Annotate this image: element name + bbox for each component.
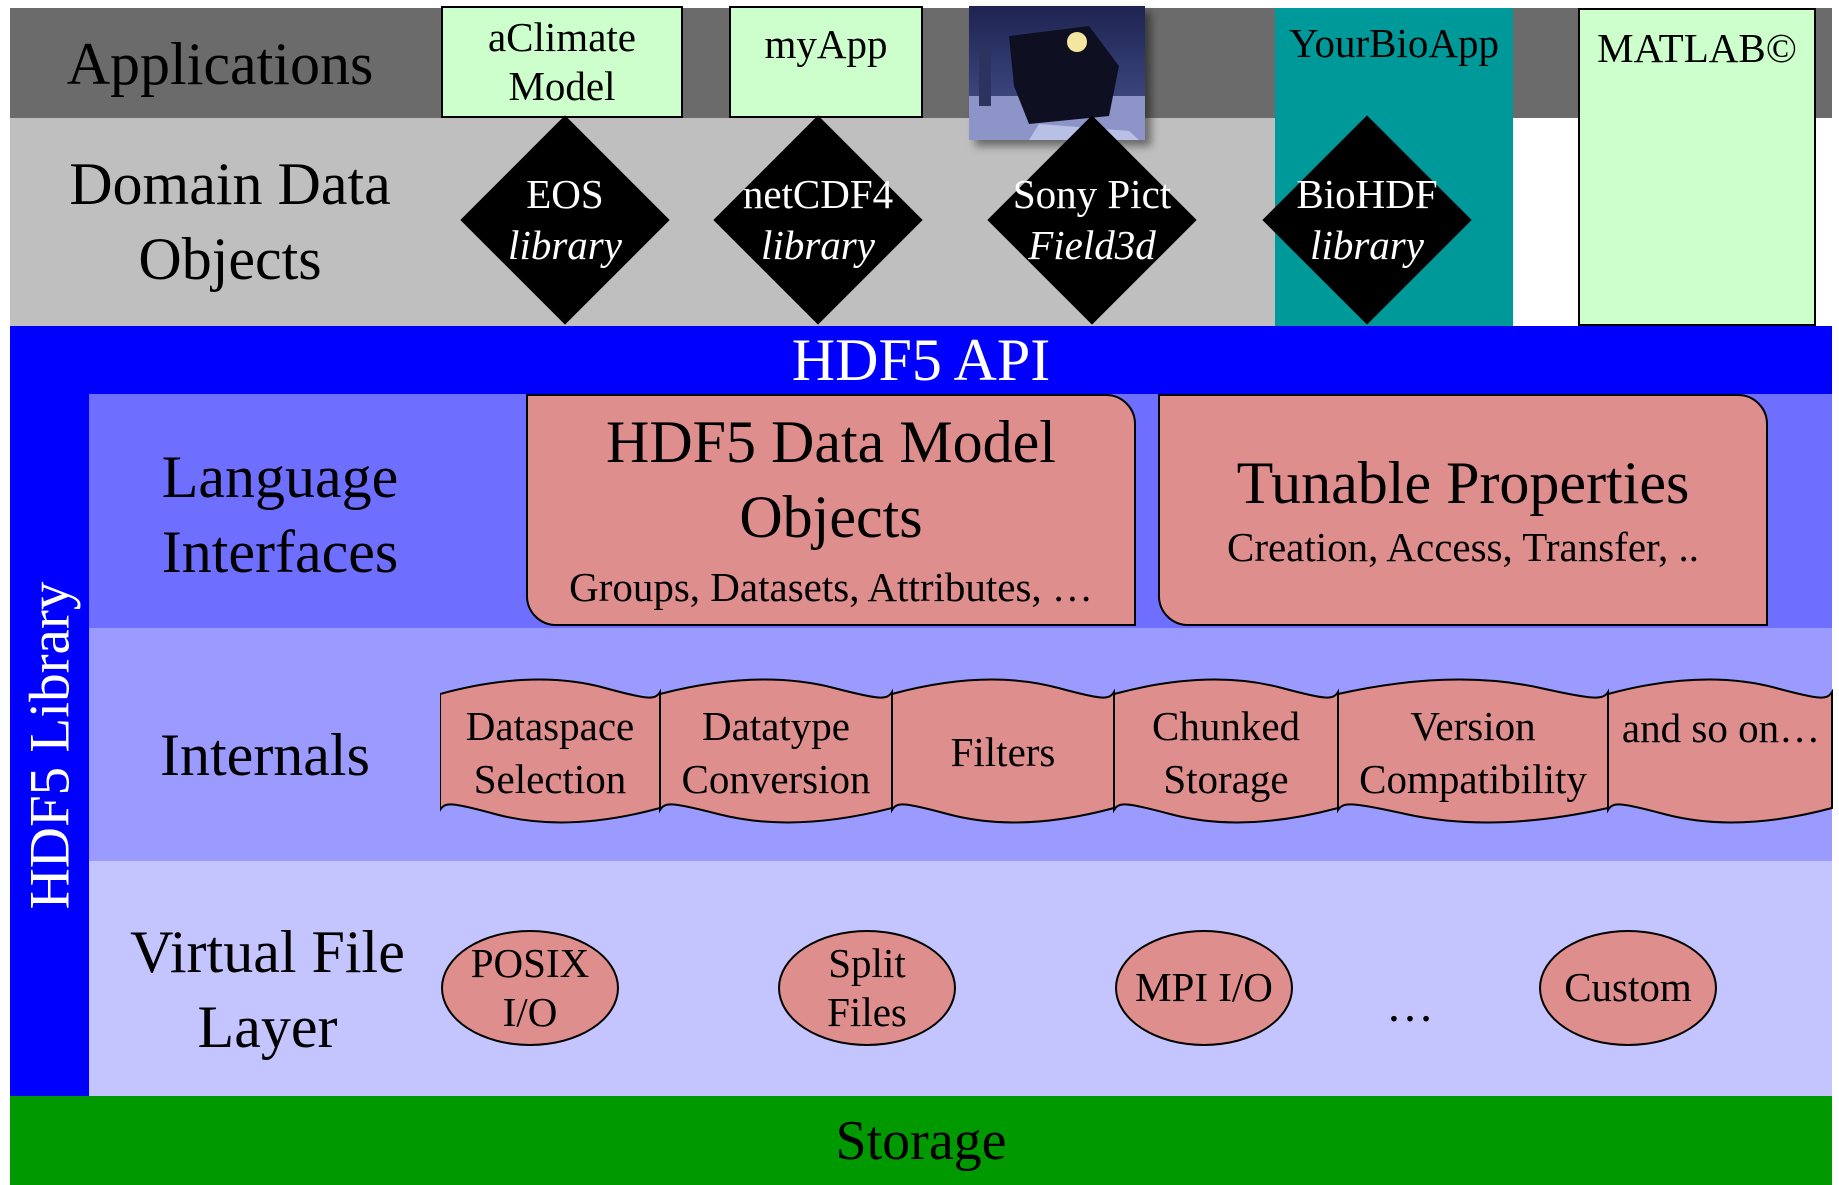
app-myapp: myApp — [729, 6, 923, 118]
biohdf-library-name: BioHDF — [1296, 170, 1438, 217]
netcdf4-library-diamond: netCDF4 library — [713, 115, 923, 325]
data-model-objects-title: HDF5 Data Model Objects — [606, 409, 1056, 551]
eos-library-diamond: EOS library — [460, 115, 670, 325]
eos-library-sub: library — [508, 222, 622, 268]
hdf5-api-bar: HDF5 API — [10, 326, 1832, 394]
storage-label: Storage — [835, 1109, 1007, 1172]
biohdf-library-sub: library — [1310, 222, 1424, 268]
filters-item: Filters — [950, 729, 1056, 776]
internals-label: Internals — [160, 721, 370, 788]
data-model-objects-sub: Groups, Datasets, Attributes, … — [569, 564, 1093, 611]
app-yourbioapp: YourBioApp — [1288, 20, 1499, 66]
biohdf-library-diamond: BioHDF library — [1262, 115, 1472, 325]
app-aclimate-model: aClimate Model — [441, 6, 683, 118]
posix-io-driver: POSIX I/O — [441, 930, 619, 1046]
field3d-name: Sony Pict — [1012, 170, 1172, 217]
hdf5-library-bar — [10, 394, 89, 1096]
dataspace-selection-item: Dataspace Selection — [465, 702, 635, 802]
split-files-driver: Split Files — [778, 930, 956, 1046]
tunable-properties-box: Tunable Properties Creation, Access, Tra… — [1158, 394, 1768, 626]
field3d-sub: Field3d — [1028, 222, 1156, 268]
mpi-io-driver: MPI I/O — [1115, 930, 1293, 1046]
storage-bar: Storage — [10, 1096, 1832, 1185]
internals-tape-segment — [1607, 678, 1833, 824]
virtual-file-layer-label: Virtual File Layer — [130, 919, 405, 1060]
hdf5-library-label: HDF5 Library — [18, 581, 82, 909]
tunable-properties-sub: Creation, Access, Transfer, .. — [1226, 523, 1700, 570]
hdf5-api-label: HDF5 API — [791, 326, 1051, 393]
hdf5-library-label-wrap: HDF5 Library — [10, 394, 89, 1096]
netcdf4-library-name: netCDF4 — [742, 170, 894, 217]
app-matlab: MATLAB© — [1578, 8, 1816, 326]
data-model-objects-box: HDF5 Data Model Objects Groups, Datasets… — [526, 394, 1136, 626]
datatype-conversion-item: Datatype Conversion — [681, 702, 871, 802]
and-so-on-item: and so on… — [1621, 705, 1821, 752]
chunked-storage-item: Chunked Storage — [1151, 702, 1301, 802]
internals-tape-strip — [440, 674, 1834, 834]
language-interfaces-label: Language Interfaces — [161, 444, 399, 585]
tunable-properties-title: Tunable Properties — [1236, 449, 1690, 516]
applications-label: Applications — [66, 30, 374, 97]
vfl-ellipsis: … — [1386, 978, 1434, 1032]
eos-library-name: EOS — [526, 170, 604, 217]
train-photo-image — [969, 6, 1145, 140]
field3d-diamond: Sony Pict Field3d — [987, 115, 1197, 325]
domain-data-objects-label: Domain Data Objects — [69, 151, 391, 292]
version-compatibility-item: Version Compatibility — [1359, 702, 1587, 802]
netcdf4-library-sub: library — [761, 222, 875, 268]
custom-driver: Custom — [1539, 930, 1717, 1046]
